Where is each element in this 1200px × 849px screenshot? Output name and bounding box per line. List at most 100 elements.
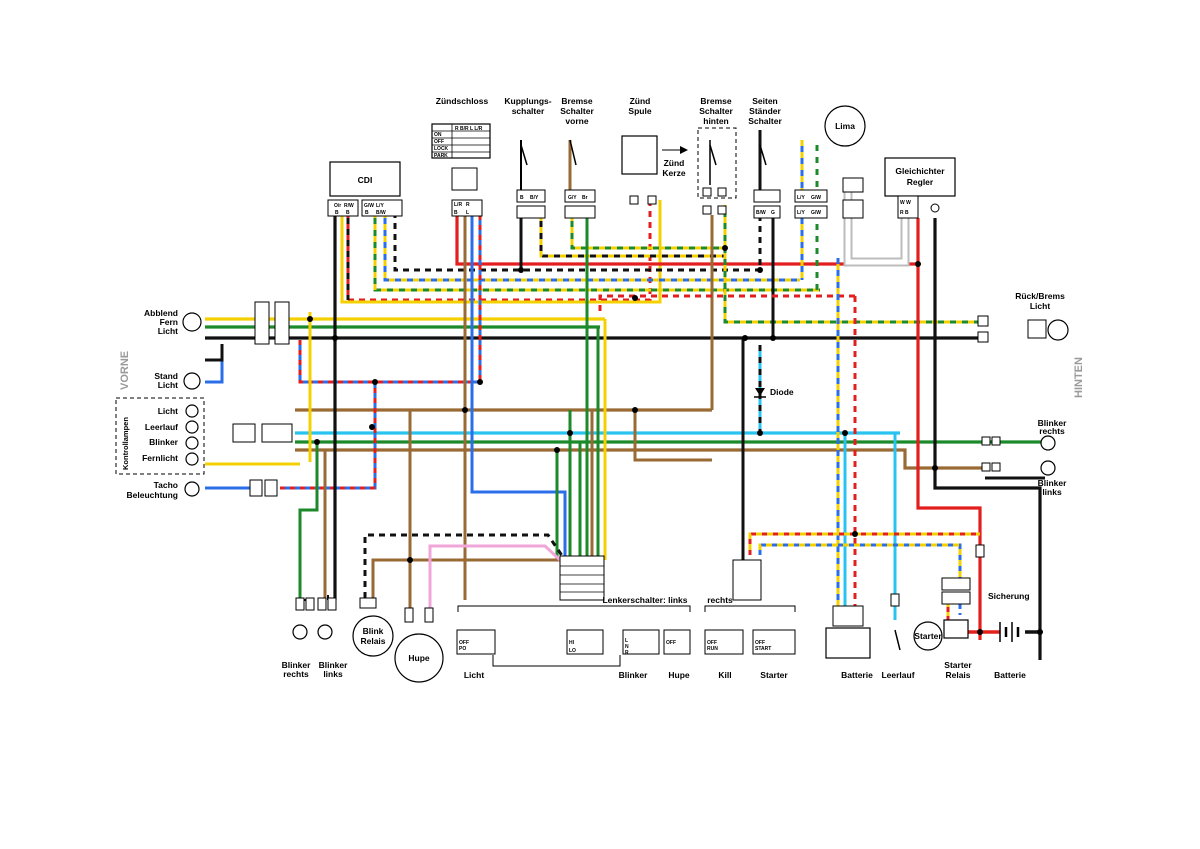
svg-text:links: links [1042, 487, 1062, 497]
svg-text:Fern: Fern [160, 317, 178, 327]
rectifier-regulator: Gleichichter Regler W WR B [884, 157, 956, 219]
svg-text:Starter: Starter [944, 660, 972, 670]
svg-text:B/W: B/W [376, 210, 386, 216]
svg-text:PARK: PARK [434, 153, 448, 159]
svg-text:Tacho: Tacho [154, 480, 178, 490]
junction-dots [307, 245, 1043, 635]
svg-text:Kill: Kill [718, 670, 731, 680]
wire-blue-dash-starter [758, 543, 962, 580]
wire-blue-red-tacho [280, 382, 377, 490]
svg-text:Leerlauf: Leerlauf [145, 422, 178, 432]
svg-text:B: B [365, 210, 369, 216]
svg-text:schalter: schalter [512, 106, 545, 116]
rear-brake-switch: Bremse Schalter hinten [697, 96, 737, 215]
svg-text:Hupe: Hupe [668, 670, 690, 680]
svg-text:Leerlauf: Leerlauf [881, 670, 914, 680]
svg-text:Blink: Blink [363, 626, 384, 636]
svg-text:OFF: OFF [434, 139, 444, 145]
wire-blue-yellow-cdi [383, 212, 800, 282]
svg-text:VORNE: VORNE [119, 351, 131, 390]
wire-brown-lamp [633, 410, 712, 462]
svg-text:Zünd: Zünd [664, 158, 685, 168]
svg-text:OFF: OFF [666, 640, 676, 646]
wire-black-gleich [933, 218, 1042, 660]
svg-text:R: R [466, 202, 470, 208]
svg-text:Blinker: Blinker [319, 660, 349, 670]
ignition-coil: Zünd Spule Zünd Kerze [621, 96, 688, 205]
svg-text:L: L [625, 638, 628, 644]
horn-hupe: Hupe [394, 607, 444, 683]
svg-text:rechts: rechts [707, 595, 733, 605]
svg-text:Kerze: Kerze [662, 168, 685, 178]
svg-text:Bremse: Bremse [700, 96, 731, 106]
svg-text:W W: W W [900, 200, 911, 206]
battery-right: Batterie [994, 622, 1026, 680]
svg-text:Ständer: Ständer [749, 106, 781, 116]
svg-text:Blinker: Blinker [1038, 418, 1068, 428]
starter-motor: Starter [913, 621, 943, 651]
svg-text:L: L [466, 210, 469, 216]
wire-black-yellow-clutch [539, 215, 725, 258]
wire-blue-ign [470, 215, 567, 560]
front-lamps: Abblend Fern Licht Stand Licht [144, 301, 290, 390]
diode: Diode [754, 387, 794, 398]
wire-blue-standlicht [205, 344, 224, 384]
svg-text:R: R [625, 650, 629, 656]
svg-text:Lima: Lima [835, 121, 855, 131]
svg-text:B/Y: B/Y [530, 195, 539, 201]
svg-text:Starter: Starter [760, 670, 788, 680]
blink-relais: Blink Relais [352, 597, 394, 657]
headlight-bulb [182, 312, 202, 332]
svg-text:Br: Br [582, 195, 588, 201]
svg-text:rechts: rechts [1039, 426, 1065, 436]
svg-text:Gleichichter: Gleichichter [895, 166, 945, 176]
wire-red-ign [455, 215, 920, 266]
wire-green-yellow-cdi [373, 212, 820, 292]
svg-text:B: B [346, 210, 350, 216]
svg-text:R/W: R/W [344, 203, 354, 209]
svg-text:Abblend: Abblend [144, 308, 178, 318]
svg-text:L/Y: L/Y [797, 210, 805, 216]
svg-text:OFF: OFF [707, 640, 717, 646]
fuse-sicherung: Sicherung [975, 544, 1030, 601]
svg-text:OFF: OFF [755, 640, 765, 646]
svg-text:Licht: Licht [158, 380, 178, 390]
rear-light: Rück/Brems Licht [977, 291, 1069, 343]
svg-text:Licht: Licht [464, 670, 484, 680]
svg-text:R B/R L L/R: R B/R L L/R [455, 126, 483, 132]
svg-text:RUN: RUN [707, 646, 718, 652]
wire-blue-red-position [298, 340, 480, 384]
svg-text:Bremse: Bremse [561, 96, 592, 106]
handlebar-switch-connector [559, 555, 605, 601]
svg-text:HI: HI [569, 640, 575, 646]
svg-text:Lenkerschalter: links: Lenkerschalter: links [602, 595, 687, 605]
svg-text:PO: PO [459, 646, 466, 652]
wire-green-blinker-left [298, 442, 319, 600]
svg-text:Beleuchtung: Beleuchtung [127, 490, 178, 500]
svg-text:L/Y: L/Y [797, 195, 805, 201]
svg-text:Blinker: Blinker [1038, 478, 1068, 488]
svg-text:N: N [625, 644, 629, 650]
svg-text:Licht: Licht [1030, 301, 1050, 311]
svg-text:B/W: B/W [756, 210, 766, 216]
svg-text:B: B [335, 210, 339, 216]
svg-text:Seiten: Seiten [752, 96, 778, 106]
svg-text:L/Y: L/Y [376, 203, 384, 209]
svg-text:Batterie: Batterie [994, 670, 1026, 680]
svg-text:hinten: hinten [703, 116, 729, 126]
svg-text:Kupplungs-: Kupplungs- [504, 96, 551, 106]
wire-yellow-cdi [340, 200, 662, 304]
svg-text:Sicherung: Sicherung [988, 591, 1030, 601]
svg-text:Zünd: Zünd [630, 96, 651, 106]
svg-text:Licht: Licht [158, 406, 178, 416]
svg-text:G/Y: G/Y [568, 195, 577, 201]
svg-text:Hupe: Hupe [408, 653, 430, 663]
